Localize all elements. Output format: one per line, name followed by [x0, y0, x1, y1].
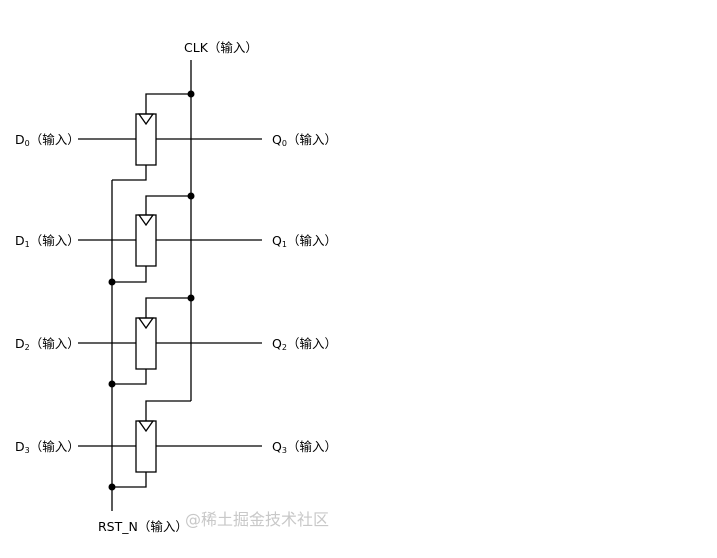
flip-flop-stage-1	[78, 192, 262, 286]
clock-triangle-icon	[137, 420, 155, 433]
output-label-3: Q3（输入）	[272, 439, 337, 455]
flip-flop-stage-3	[78, 400, 262, 491]
clock-triangle-icon	[137, 317, 155, 330]
clock-junction-0	[187, 90, 195, 98]
clock-label: CLK（输入）	[184, 40, 258, 55]
flip-flop-0	[135, 113, 157, 166]
reset-junction-1	[108, 278, 116, 286]
output-label-1: Q1（输入）	[272, 233, 337, 249]
reset-branch-0	[112, 165, 147, 181]
watermark: @稀土掘金技术社区	[185, 510, 329, 529]
reset-junction-3	[108, 483, 116, 491]
flip-flop-2	[135, 317, 157, 370]
clock-junction-1	[187, 192, 195, 200]
input-label-0: D0（输入）	[15, 132, 80, 148]
clock-branch-3	[145, 400, 191, 421]
input-label-2: D2（输入）	[15, 336, 80, 352]
clock-junction-2	[187, 294, 195, 302]
clock-branch-1	[145, 195, 191, 215]
reset-branch-3	[112, 472, 147, 488]
flip-flop-stage-0	[78, 90, 262, 181]
input-label-1: D1（输入）	[15, 233, 80, 249]
clock-triangle-icon	[137, 214, 155, 227]
clock-branch-0	[145, 93, 191, 114]
clock-branch-2	[145, 297, 191, 318]
output-label-2: Q2（输入）	[272, 336, 337, 352]
output-label-0: Q0（输入）	[272, 132, 337, 148]
reset-branch-2	[112, 369, 147, 385]
input-label-3: D3（输入）	[15, 439, 80, 455]
reset-label: RST_N（输入）	[98, 519, 188, 534]
flip-flop-stage-2	[78, 294, 262, 388]
flip-flop-1	[135, 214, 157, 267]
reset-branch-1	[112, 266, 147, 283]
flip-flop-3	[135, 420, 157, 473]
clock-triangle-icon	[137, 113, 155, 126]
reset-junction-2	[108, 380, 116, 388]
